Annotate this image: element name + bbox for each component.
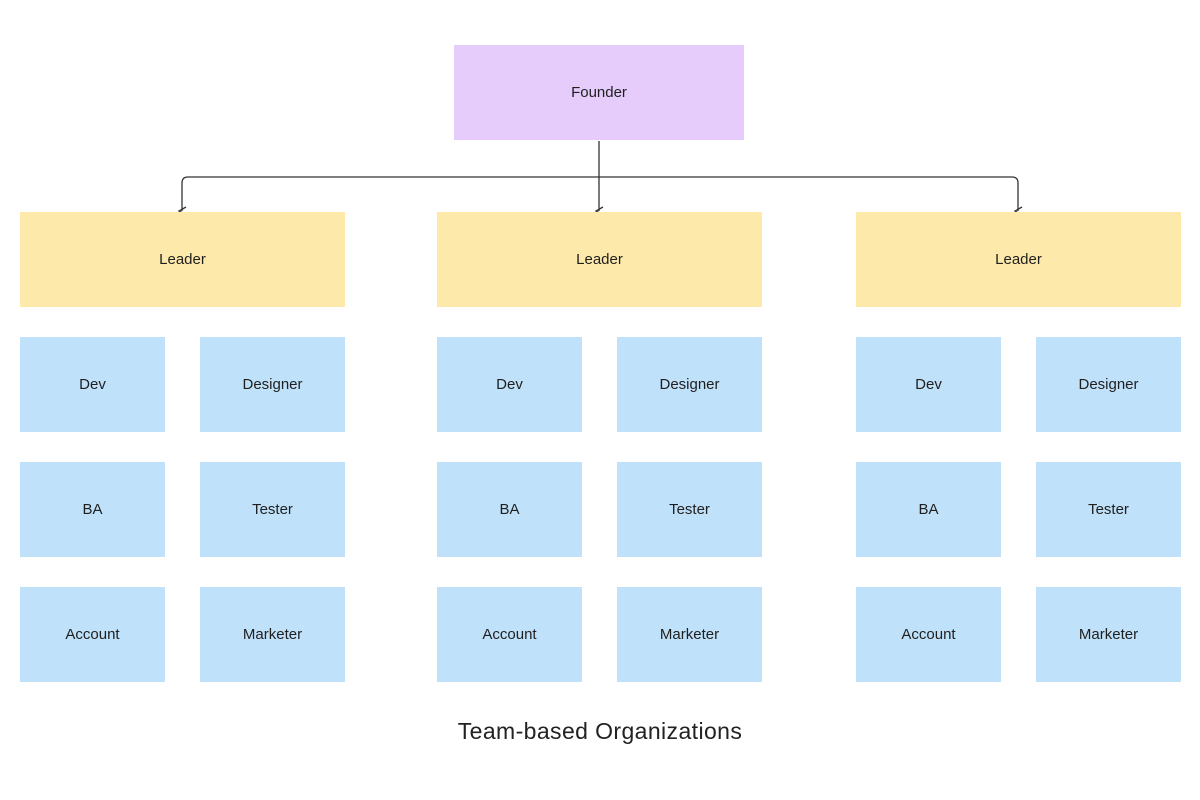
leader-box: Leader <box>20 212 345 307</box>
branch-line-left <box>177 176 599 216</box>
member-box-ba: BA <box>20 462 165 557</box>
member-box-marketer: Marketer <box>1036 587 1181 682</box>
member-box-ba: BA <box>437 462 582 557</box>
member-box-marketer: Marketer <box>200 587 345 682</box>
member-box-designer: Designer <box>617 337 762 432</box>
member-label: BA <box>918 501 939 518</box>
member-label: Account <box>901 626 956 643</box>
member-label: Account <box>65 626 120 643</box>
member-box-account: Account <box>856 587 1001 682</box>
member-box-account: Account <box>20 587 165 682</box>
member-box-dev: Dev <box>437 337 582 432</box>
member-box-marketer: Marketer <box>617 587 762 682</box>
member-box-account: Account <box>437 587 582 682</box>
member-label: Tester <box>252 501 293 518</box>
member-box-dev: Dev <box>856 337 1001 432</box>
member-label: Dev <box>79 376 106 393</box>
member-label: Dev <box>496 376 523 393</box>
member-box-tester: Tester <box>617 462 762 557</box>
leader-label: Leader <box>995 251 1042 268</box>
member-box-ba: BA <box>856 462 1001 557</box>
member-label: Tester <box>1088 501 1129 518</box>
member-box-designer: Designer <box>1036 337 1181 432</box>
member-label: BA <box>82 501 103 518</box>
member-label: Dev <box>915 376 942 393</box>
leader-label: Leader <box>159 251 206 268</box>
diagram-caption: Team-based Organizations <box>457 718 743 744</box>
member-label: Account <box>482 626 537 643</box>
member-label: BA <box>499 501 520 518</box>
member-box-dev: Dev <box>20 337 165 432</box>
founder-label: Founder <box>571 84 627 101</box>
member-box-tester: Tester <box>1036 462 1181 557</box>
member-label: Tester <box>669 501 710 518</box>
leader-label: Leader <box>576 251 623 268</box>
member-label: Marketer <box>242 626 303 643</box>
founder-box: Founder <box>454 45 744 140</box>
member-box-tester: Tester <box>200 462 345 557</box>
member-box-designer: Designer <box>200 337 345 432</box>
member-label: Designer <box>1078 376 1139 393</box>
member-label: Marketer <box>659 626 720 643</box>
member-label: Designer <box>659 376 720 393</box>
leader-box: Leader <box>437 212 762 307</box>
member-label: Marketer <box>1078 626 1139 643</box>
branch-line-right <box>599 176 1023 216</box>
member-label: Designer <box>242 376 303 393</box>
leader-box: Leader <box>856 212 1181 307</box>
